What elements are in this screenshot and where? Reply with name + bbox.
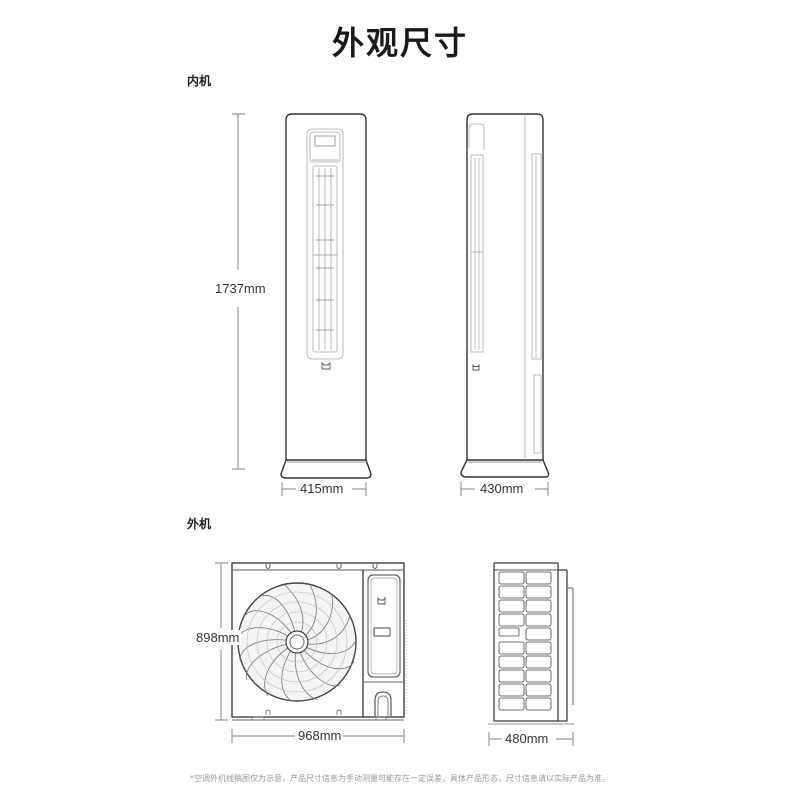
- indoor-height-dimension-line: [232, 113, 245, 470]
- outdoor-front-width-value: 968mm: [296, 728, 344, 743]
- fan-grille-icon: [237, 582, 357, 702]
- indoor-front-width-value: 415mm: [298, 481, 346, 496]
- mi-home-logo-icon: [472, 363, 480, 371]
- outdoor-height-dimension-line: [215, 562, 228, 721]
- mounting-tabs: [265, 564, 378, 569]
- outdoor-unit-label: 外机: [187, 517, 212, 531]
- mi-home-logo-icon: [377, 596, 386, 605]
- indoor-side-depth-value: 430mm: [478, 481, 526, 496]
- outdoor-front-width-dimension-line: [231, 729, 405, 743]
- outdoor-side-grille: [498, 571, 552, 711]
- page-title: 外观尺寸: [331, 24, 468, 62]
- outdoor-unit-side-view: [488, 562, 574, 725]
- pipe-valve: [374, 691, 392, 716]
- mi-home-logo-icon: [321, 361, 331, 370]
- indoor-front-width-dimension-line: [281, 482, 367, 496]
- outdoor-height-value: 898mm: [194, 630, 242, 645]
- indoor-front-panel: [306, 128, 344, 360]
- indoor-height-value: 1737mm: [213, 281, 268, 296]
- indoor-unit-label: 内机: [187, 74, 212, 88]
- disclaimer-footnote: *空调外机线稿图仅为示意，产品尺寸信息为手动测量可能存在一定误差，具体产品形态，…: [190, 774, 610, 783]
- outdoor-side-depth-dimension-line: [488, 732, 574, 746]
- outdoor-feet: [251, 709, 387, 721]
- outdoor-side-depth-value: 480mm: [503, 731, 551, 746]
- outdoor-side-panel: [367, 574, 401, 678]
- indoor-unit-side-view: [460, 113, 550, 478]
- indoor-side-depth-dimension-line: [460, 482, 549, 496]
- indoor-unit-front-view: [280, 113, 372, 479]
- indoor-side-details: [468, 116, 542, 460]
